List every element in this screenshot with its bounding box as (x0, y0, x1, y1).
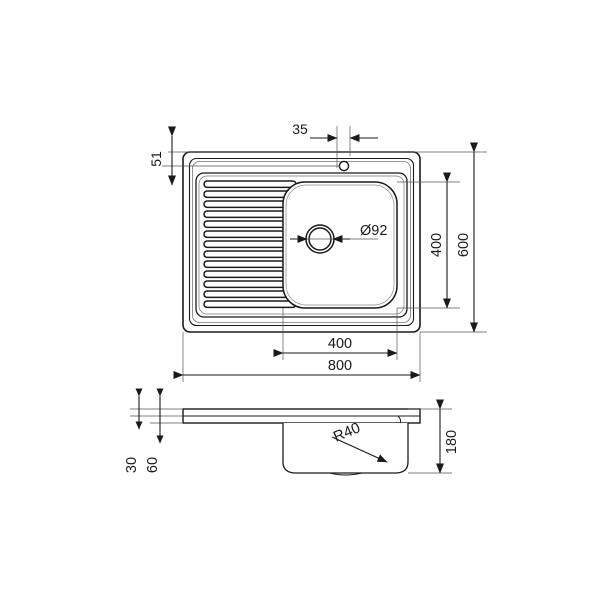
top-view: 51 35 Ø92 400 600 400 800 (148, 121, 487, 382)
drainboard-ribs (203, 180, 297, 309)
dim-label-180: 180 (444, 430, 460, 454)
bowl-inner-line (285, 184, 395, 306)
dim-label-35: 35 (292, 121, 308, 137)
side-elevation-view: R40 30 60 180 (124, 388, 460, 476)
sink-inner-outline (195, 172, 408, 318)
dim-label-60: 60 (145, 457, 161, 473)
dim-label-51: 51 (148, 151, 164, 167)
elevation-bowl-joint (397, 415, 402, 424)
dim-label-800: 800 (328, 358, 352, 374)
dim-label-400-vertical: 400 (429, 233, 445, 257)
elevation-bowl-drain-boss (329, 472, 363, 476)
sink-rim-line-2 (192, 161, 411, 323)
sink-rim-line-1 (188, 157, 415, 327)
dim-label-diameter: Ø92 (360, 223, 387, 239)
sink-inner-outline-shadow (198, 175, 405, 315)
bowl-outline (282, 181, 398, 309)
dim-label-600: 600 (456, 233, 472, 257)
dim-label-30: 30 (124, 457, 140, 473)
tap-hole (338, 160, 350, 172)
dim-label-400-horizontal: 400 (328, 336, 352, 352)
radius-leader-line (331, 436, 388, 463)
